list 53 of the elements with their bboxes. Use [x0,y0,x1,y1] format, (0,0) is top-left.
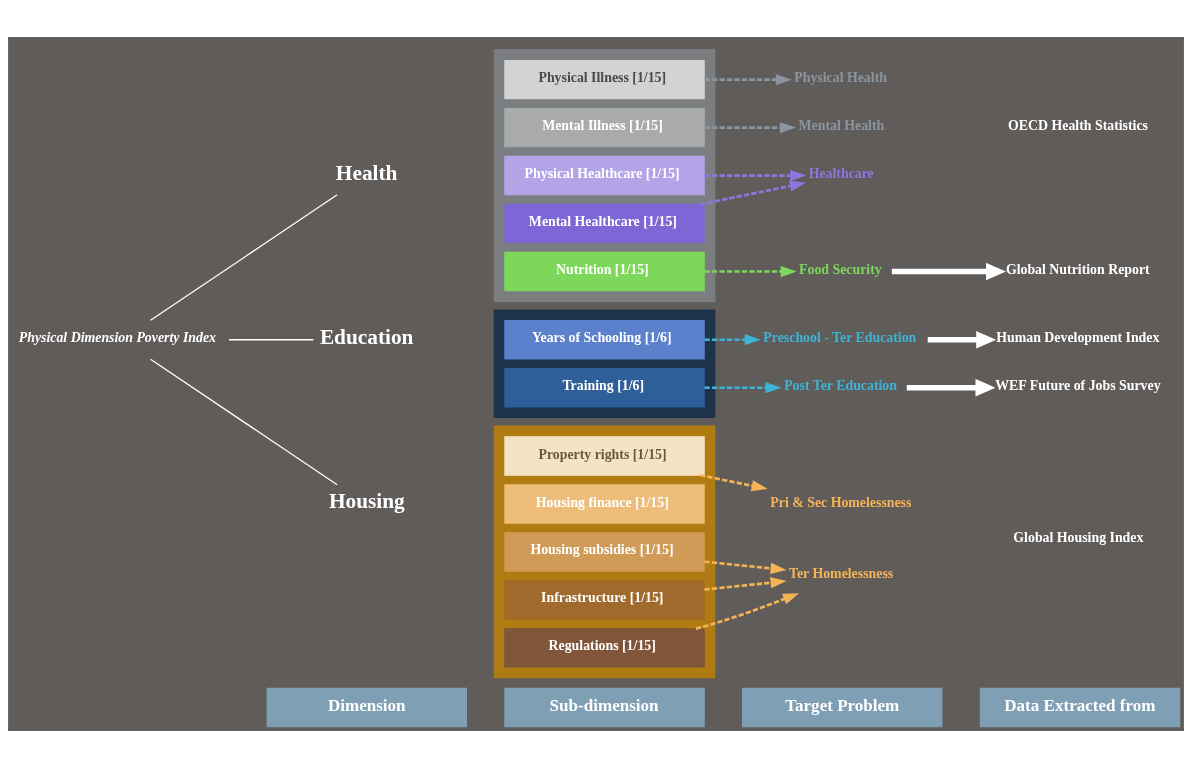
arrow [704,382,782,394]
node-box: Physical Healthcare [1/15] [504,155,705,196]
arrow [891,262,1007,281]
arrow [927,331,997,349]
connector [149,194,338,321]
label: Sub-dimension [549,695,659,715]
node-text: Human Development Index [996,330,1160,346]
connector [149,358,338,486]
node-text: Preschool - Ter Education [763,330,917,346]
label: Data Extracted from [1004,695,1156,715]
label: Target Problem [785,695,900,715]
node-box: Regulations [1/15] [504,628,705,668]
node-text: Physical Health [794,70,887,86]
arrow [704,122,797,134]
node-text: Education [319,325,414,350]
arrow [906,379,996,397]
node-text: Global Nutrition Report [1005,262,1150,278]
node-box: Housing finance [1/15] [504,484,705,524]
node-text: Mental Health [798,118,885,134]
arrow [704,334,761,346]
arrow [699,180,806,206]
node-text: Health [335,160,398,185]
arrow [699,473,768,492]
node-text: WEF Future of Jobs Survey [995,378,1161,394]
cluster [493,49,716,302]
node-box: Training [1/6] [504,368,705,408]
node-box: Physical Illness [1/15] [504,59,705,100]
arrow [704,560,787,574]
node-text: Ter Homelessness [788,565,894,581]
node-box: Housing subsidies [1/15] [504,532,705,572]
node-text: Food Security [799,262,882,278]
node-box: Years of Schooling [1/6] [504,320,705,360]
arrow [695,593,799,630]
arrow [704,169,807,182]
arrow [704,577,787,591]
node-text: OECD Health Statistics [1008,118,1149,134]
connector [228,339,315,341]
node-text: Post Ter Education [784,378,897,394]
cluster [493,425,716,679]
node-text: Healthcare [808,166,874,182]
node-box: Property rights [1/15] [504,436,705,476]
arrow [704,265,797,278]
arrow [704,74,792,86]
node-text: Global Housing Index [1013,529,1144,545]
node-text: Physical Dimension Poverty Index [18,330,216,346]
label: Dimension [327,695,406,715]
node-box: Mental Healthcare [1/15] [504,203,705,244]
node-box: Infrastructure [1/15] [504,580,705,620]
node-box: Nutrition [1/15] [504,251,705,292]
node-text: Housing [328,489,405,514]
node-box: Mental Illness [1/15] [504,107,705,148]
node-text: Pri & Sec Homelessness [770,494,912,510]
cluster [493,309,716,419]
